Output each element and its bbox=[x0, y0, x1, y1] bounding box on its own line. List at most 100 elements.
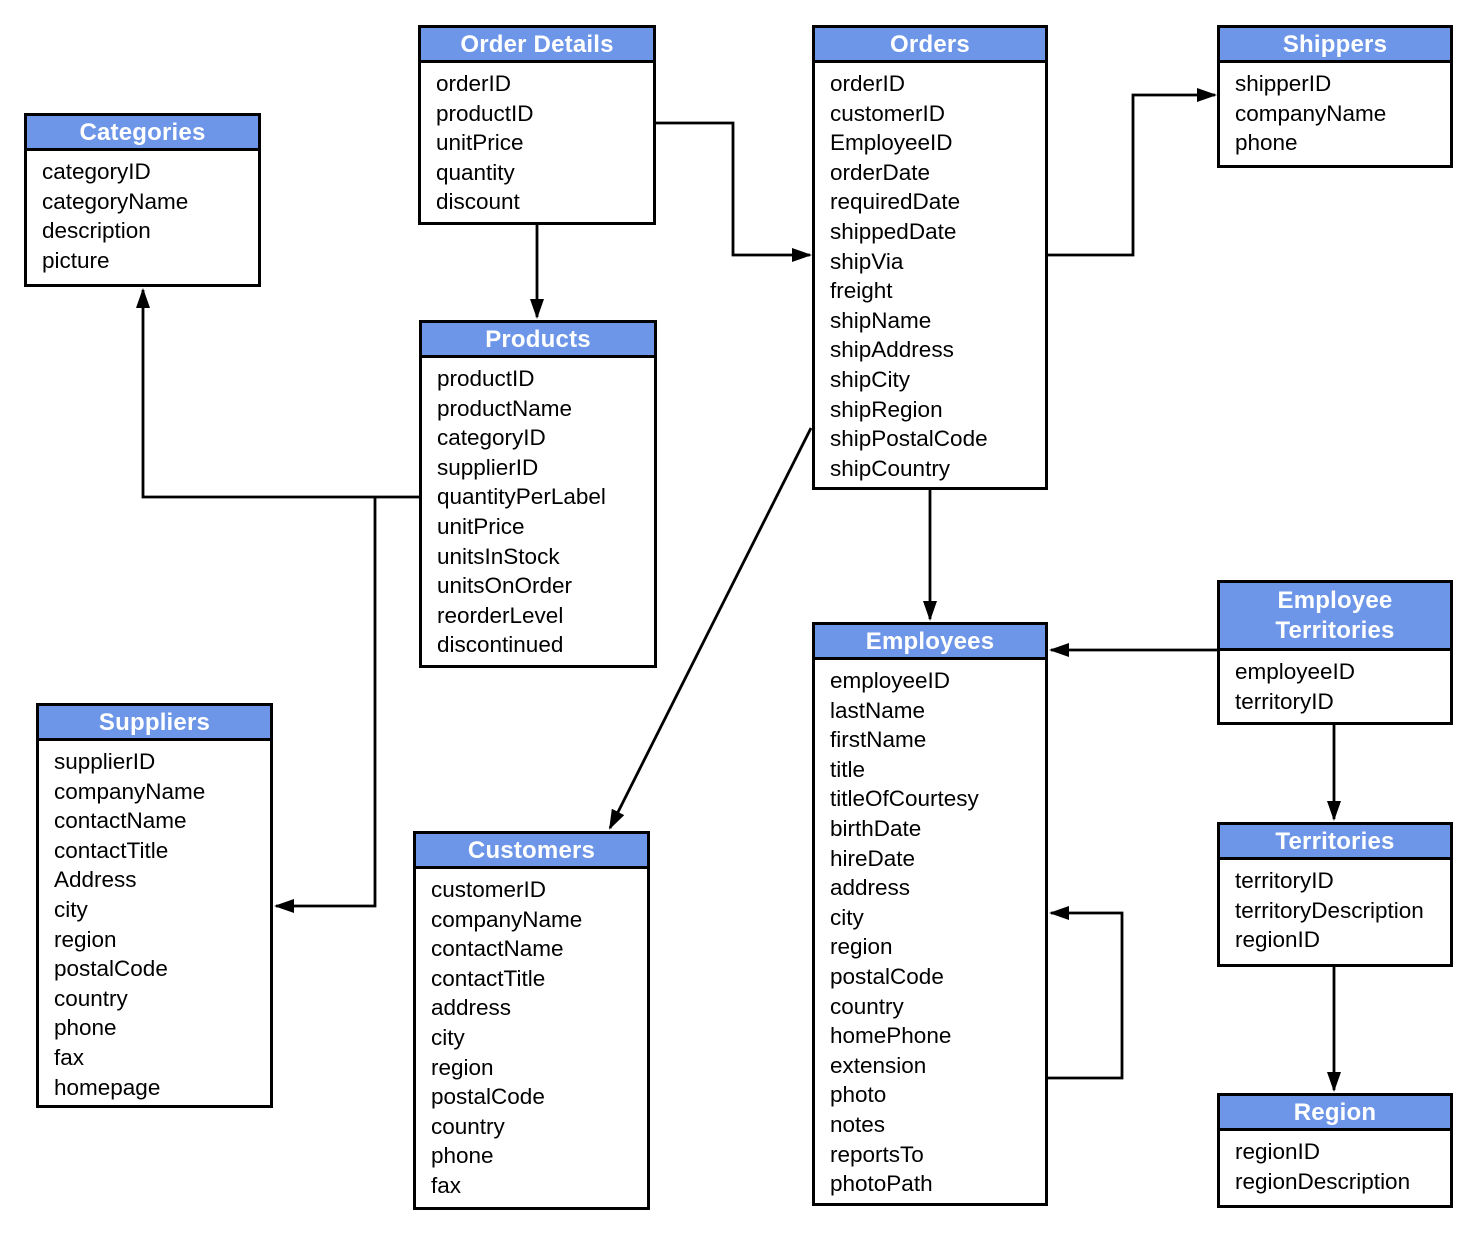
field: shipVia bbox=[830, 248, 904, 274]
field: shipCountry bbox=[830, 455, 951, 481]
table-order-details: Order Details orderID productID unitPrice q… bbox=[418, 25, 656, 225]
field: employeeID bbox=[1235, 659, 1356, 684]
field: shippedDate bbox=[830, 218, 957, 244]
field: phone bbox=[54, 1015, 117, 1041]
table-employee-territories-fields: employeeID territoryID bbox=[1220, 651, 1450, 716]
connector-orders-shippers bbox=[1048, 88, 1217, 257]
field: shipRegion bbox=[830, 396, 943, 422]
field: employeeID bbox=[830, 668, 951, 693]
field: homepage bbox=[54, 1074, 161, 1100]
field: discontinued bbox=[437, 632, 564, 658]
field: description bbox=[42, 218, 151, 244]
field: companyName bbox=[431, 906, 583, 932]
field: quantity bbox=[436, 159, 515, 185]
table-territories-title: Territories bbox=[1220, 825, 1450, 860]
table-employees-fields: employeeID lastName firstName title titleOfC… bbox=[815, 660, 1045, 1199]
field: photoPath bbox=[830, 1171, 933, 1197]
field: title bbox=[830, 756, 866, 782]
field: titleOfCourtesy bbox=[830, 786, 979, 812]
field: fax bbox=[431, 1172, 462, 1198]
field: regionDescription bbox=[1235, 1168, 1411, 1194]
connector-products-categories bbox=[136, 288, 419, 499]
field: shipName bbox=[830, 307, 932, 333]
field: categoryName bbox=[42, 188, 189, 214]
table-suppliers-title: Suppliers bbox=[39, 706, 270, 741]
field: extension bbox=[830, 1052, 927, 1078]
field: orderID bbox=[436, 71, 512, 96]
field: regionID bbox=[1235, 1139, 1321, 1164]
field: discount bbox=[436, 189, 520, 215]
connector-orders-customers bbox=[608, 427, 813, 830]
table-region-title: Region bbox=[1220, 1096, 1450, 1131]
field: freight bbox=[830, 278, 893, 304]
connector-employees-selfreference bbox=[1048, 906, 1124, 1080]
field: territoryID bbox=[1235, 688, 1334, 714]
field: shipPostalCode bbox=[830, 426, 988, 452]
field: address bbox=[830, 875, 911, 901]
field: EmployeeID bbox=[830, 130, 953, 156]
field: postalCode bbox=[54, 956, 168, 982]
field: country bbox=[830, 993, 904, 1019]
field: homePhone bbox=[830, 1023, 952, 1049]
table-employee-territories: Employee Territories employeeID territory… bbox=[1217, 580, 1453, 725]
table-order-details-fields: orderID productID unitPrice quantity discoun… bbox=[421, 63, 653, 217]
field: photo bbox=[830, 1082, 887, 1108]
field: lastName bbox=[830, 697, 926, 723]
field: territoryID bbox=[1235, 868, 1334, 893]
field: unitsOnOrder bbox=[437, 573, 573, 599]
field: customerID bbox=[431, 877, 547, 902]
field: categoryID bbox=[437, 425, 546, 451]
field: contactTitle bbox=[431, 965, 546, 991]
field: unitPrice bbox=[436, 130, 524, 156]
table-employee-territories-title: Employee Territories bbox=[1220, 583, 1450, 651]
field: city bbox=[431, 1024, 465, 1050]
table-products-title: Products bbox=[422, 323, 654, 358]
field: region bbox=[830, 934, 893, 960]
field: city bbox=[830, 904, 864, 930]
connector-orderdetails-orders bbox=[655, 121, 812, 262]
field: categoryID bbox=[42, 159, 151, 184]
table-orders-title: Orders bbox=[815, 28, 1045, 63]
field: region bbox=[431, 1054, 494, 1080]
field: shipCity bbox=[830, 366, 911, 392]
field: reorderLevel bbox=[437, 602, 564, 628]
field: postalCode bbox=[830, 963, 944, 989]
field: phone bbox=[431, 1143, 494, 1169]
field: phone bbox=[1235, 130, 1298, 156]
field: address bbox=[431, 995, 512, 1021]
field: firstName bbox=[830, 727, 927, 753]
field: requiredDate bbox=[830, 189, 961, 215]
table-shippers-title: Shippers bbox=[1220, 28, 1450, 63]
field: unitPrice bbox=[437, 513, 525, 539]
field: shipperID bbox=[1235, 71, 1332, 96]
field: contactTitle bbox=[54, 837, 169, 863]
field: region bbox=[54, 926, 117, 952]
field: birthDate bbox=[830, 815, 922, 841]
field: notes bbox=[830, 1111, 886, 1137]
field: city bbox=[54, 896, 88, 922]
field: hireDate bbox=[830, 845, 916, 871]
field: unitsInStock bbox=[437, 543, 560, 569]
field: supplierID bbox=[437, 454, 539, 480]
table-categories-title: Categories bbox=[27, 116, 258, 151]
table-categories: Categories categoryID categoryName descrip… bbox=[24, 113, 261, 287]
field: picture bbox=[42, 247, 110, 273]
field: Address bbox=[54, 867, 137, 893]
table-customers-title: Customers bbox=[416, 834, 647, 869]
field: productID bbox=[436, 100, 534, 126]
field: regionID bbox=[1235, 927, 1321, 953]
field: orderID bbox=[830, 71, 906, 96]
table-order-details-title: Order Details bbox=[421, 28, 653, 63]
